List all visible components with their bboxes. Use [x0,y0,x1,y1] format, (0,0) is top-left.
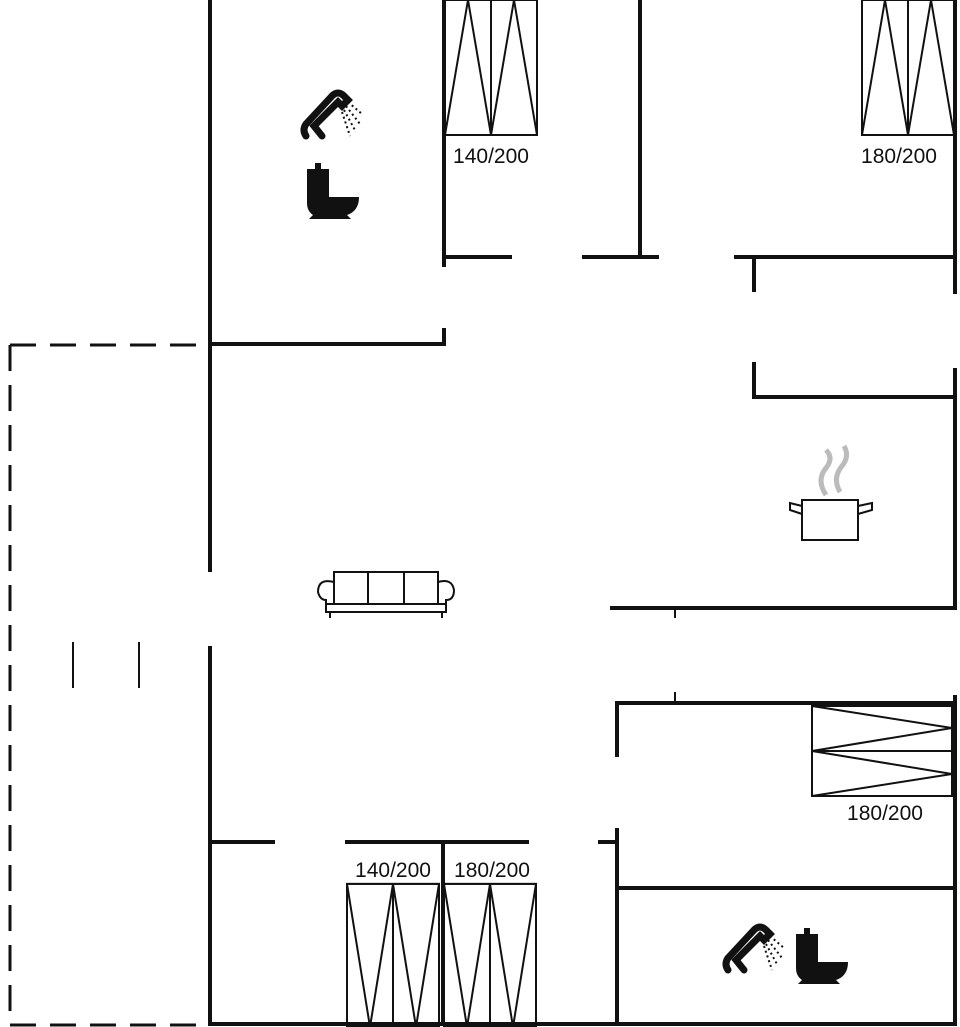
bed-top-right: 180/200 [861,0,955,168]
cooking-pot-icon [789,444,873,541]
bed-bottom-left: 140/200 [345,859,441,1027]
terrace-outline [8,343,210,1027]
bed-size-label: 180/200 [847,802,923,825]
bed-top-left: 140/200 [444,0,538,168]
toilet-icon [307,163,359,219]
bed-size-label: 140/200 [355,859,431,882]
walls [72,0,957,1026]
bed-size-label: 140/200 [453,145,529,168]
sofa-icon [316,571,456,618]
bed-right-middle: 180/200 [811,705,953,825]
bed-size-label: 180/200 [454,859,530,882]
shower-icon [304,93,362,136]
bed-bottom-right: 180/200 [442,859,538,1027]
toilet-icon [796,928,848,984]
shower-icon [726,927,784,970]
bed-size-label: 180/200 [861,145,937,168]
